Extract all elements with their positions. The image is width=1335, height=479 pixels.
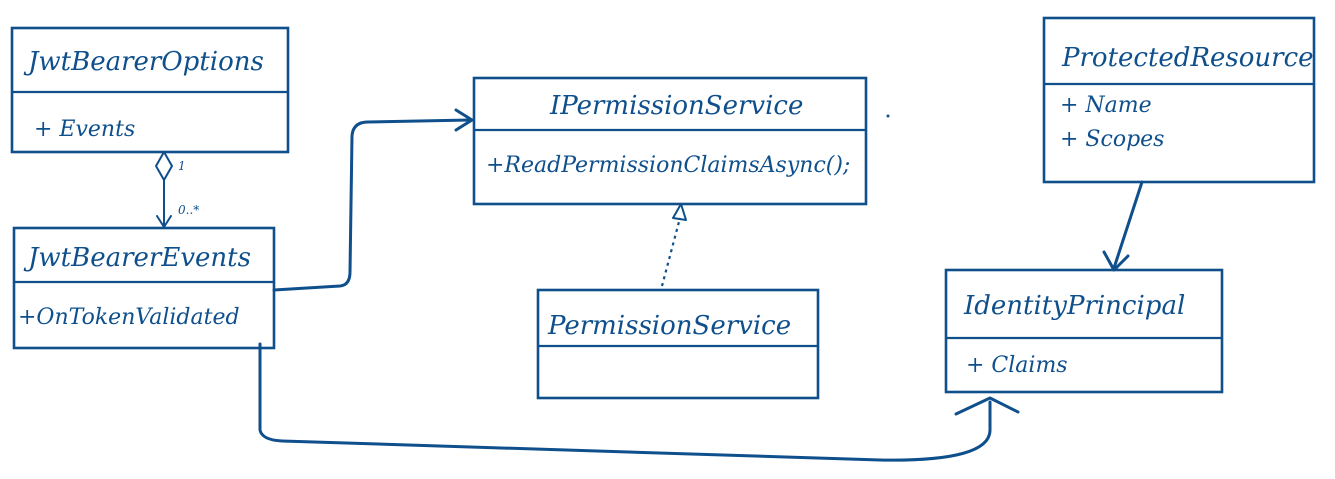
class-name: JwtBearerOptions xyxy=(23,47,264,77)
aggregation-options-events: 1 0..* xyxy=(155,151,199,228)
class-member: +OnTokenValidated xyxy=(18,305,240,330)
association-line xyxy=(1112,180,1144,270)
association-events-identity xyxy=(258,342,1020,462)
realization-permission-service xyxy=(660,203,687,287)
class-box-border xyxy=(1042,16,1316,184)
arrow-head-icon xyxy=(156,215,172,228)
class-box-border xyxy=(944,268,1224,394)
class-member: + Events xyxy=(34,117,135,142)
class-name: IPermissionService xyxy=(549,91,803,121)
class-protected-resource: ProtectedResource + Name + Scopes xyxy=(1042,16,1316,184)
arrow-head-icon xyxy=(454,108,474,132)
association-line xyxy=(272,118,472,292)
class-member: + Name xyxy=(1060,93,1152,118)
class-member: + Scopes xyxy=(1060,127,1164,152)
class-ipermission-service: IPermissionService +ReadPermissionClaims… xyxy=(472,76,868,206)
aggregation-diamond-icon xyxy=(155,151,173,181)
realization-line xyxy=(660,217,682,287)
class-name: ProtectedResource xyxy=(1061,43,1314,73)
stray-dot xyxy=(886,114,890,118)
class-member: +ReadPermissionClaimsAsync(); xyxy=(486,153,850,178)
class-name: JwtBearerEvents xyxy=(23,243,251,273)
association-resource-identity xyxy=(1102,180,1144,272)
arrow-head-icon xyxy=(954,396,1020,416)
multiplicity-one: 1 xyxy=(178,159,186,173)
association-events-ipermission xyxy=(272,108,474,292)
class-box-border xyxy=(10,26,290,154)
class-identity-principal: IdentityPrincipal + Claims xyxy=(944,268,1224,394)
class-name: IdentityPrincipal xyxy=(963,291,1185,321)
class-box-border xyxy=(12,226,276,350)
realization-triangle-icon xyxy=(672,203,687,221)
class-box-border xyxy=(472,76,868,206)
class-member: + Claims xyxy=(966,353,1068,378)
class-jwt-bearer-options: JwtBearerOptions + Events xyxy=(10,26,290,154)
multiplicity-many: 0..* xyxy=(178,203,199,217)
class-permission-service: PermissionService xyxy=(536,288,820,400)
class-box-border xyxy=(536,288,820,400)
class-name: PermissionService xyxy=(547,311,791,341)
association-line xyxy=(258,342,992,462)
arrow-head-icon xyxy=(1102,250,1130,272)
class-jwt-bearer-events: JwtBearerEvents +OnTokenValidated xyxy=(12,226,276,350)
